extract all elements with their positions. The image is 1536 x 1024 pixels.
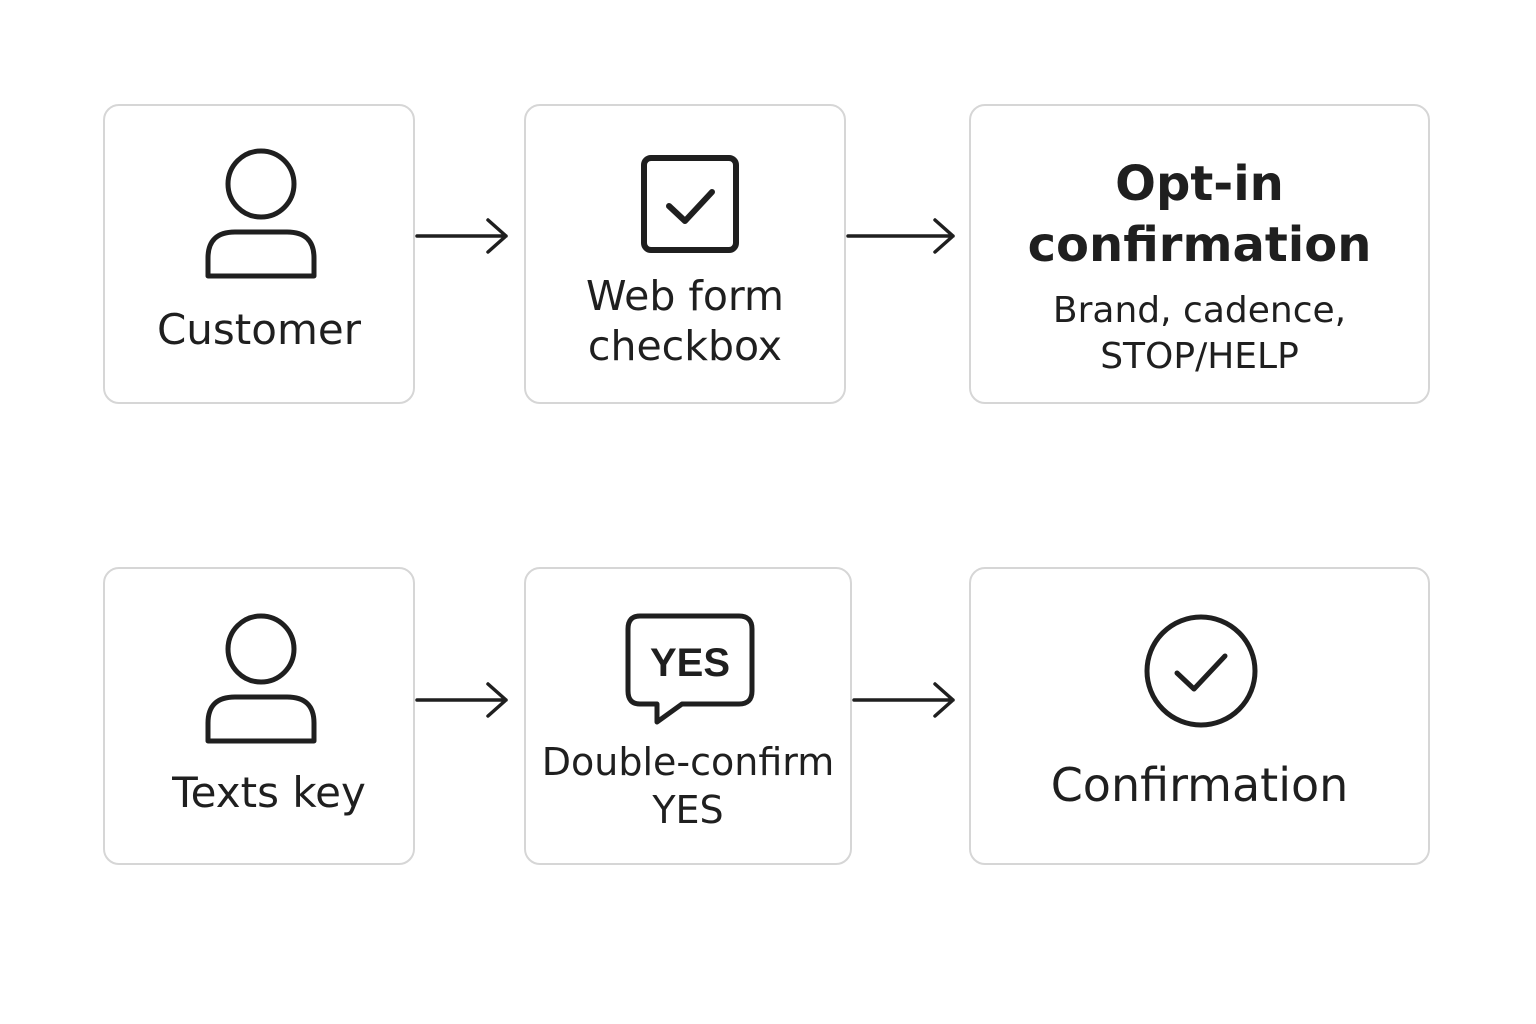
customer-label: Customer [156,305,361,354]
customer-box: Customer [103,104,415,404]
confirmation-box: Confirmation [969,567,1430,865]
arrow-right-icon [846,218,955,254]
arrow-right-icon [415,218,508,254]
person-icon [205,148,317,279]
arrow-right-icon [852,682,955,718]
double-confirm-box: YES Double-confirm YES [524,567,852,865]
speech-bubble-icon: YES [625,613,755,725]
check-circle-icon [1144,614,1258,728]
opt-in-details: Brand, cadence, STOP/HELP [1052,290,1347,378]
texts-key-box: Texts key [103,567,415,865]
web-form-label: Web form checkbox [585,272,784,371]
arrow-right-icon [415,682,508,718]
person-icon [205,613,317,744]
opt-in-title: Opt-in confirmation [1027,156,1372,274]
speech-bubble-text: YES [650,641,730,685]
checkbox-checked-icon [641,155,739,253]
web-form-box: Web form checkbox [524,104,846,404]
opt-in-confirmation-box: Opt-in confirmation Brand, cadence, STOP… [969,104,1430,404]
double-confirm-label: Double-confirm YES [541,740,835,832]
texts-key-label: Texts key [172,768,366,817]
confirmation-label: Confirmation [1050,758,1349,812]
